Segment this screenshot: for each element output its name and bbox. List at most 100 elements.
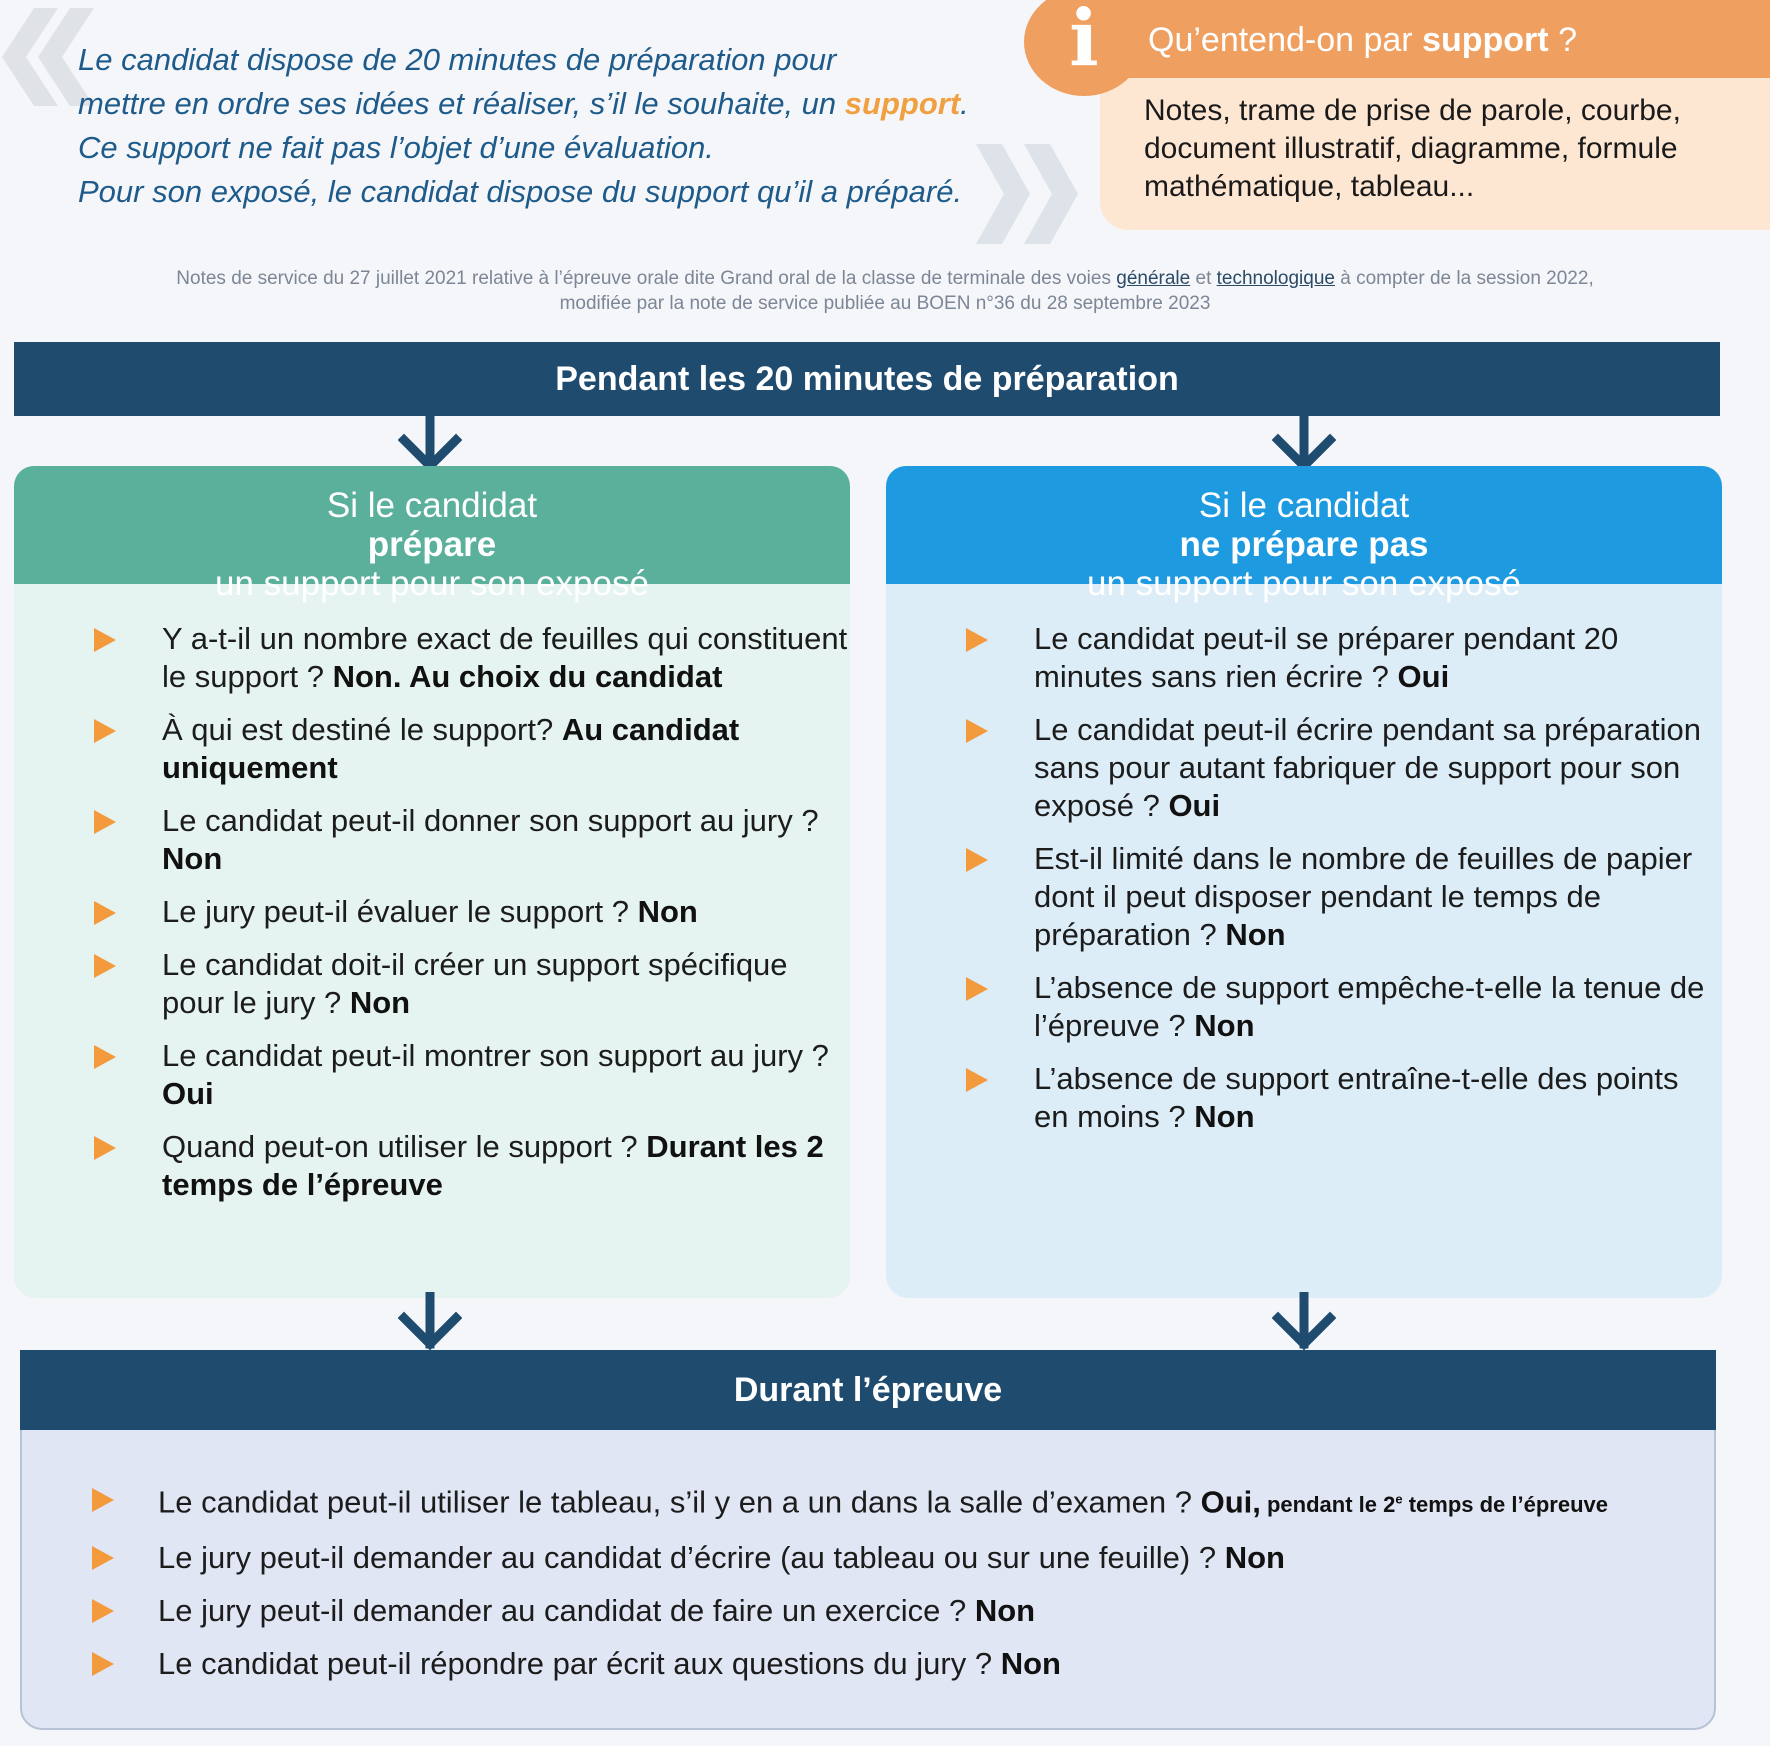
- column-no-support: Si le candidat ne prépare pas un support…: [886, 466, 1722, 1298]
- list-item: Quand peut-on utiliser le support ? Dura…: [28, 1128, 848, 1204]
- chevron-right-decoration-icon: [976, 144, 1078, 244]
- bullet-triangle-icon: [966, 977, 988, 1001]
- bullet-triangle-icon: [94, 901, 116, 925]
- support-highlight: support: [844, 86, 961, 121]
- answer: Non: [1194, 1099, 1255, 1134]
- bullet-triangle-icon: [92, 1652, 114, 1677]
- question: L’absence de support entraîne-t-elle des…: [1034, 1061, 1679, 1134]
- notes-text-1: Notes de service du 27 juillet 2021 rela…: [176, 268, 1117, 289]
- bullet-triangle-icon: [92, 1488, 114, 1512]
- arrow-down-icon: [398, 414, 462, 472]
- answer: Oui: [1397, 659, 1450, 694]
- info-circle: [1024, 0, 1144, 96]
- list-item: L’absence de support empêche-t-elle la t…: [900, 969, 1710, 1045]
- intro-line-2-text: mettre en ordre ses idées et réaliser, s…: [78, 86, 845, 121]
- list-item: Le candidat peut-il écrire pendant sa pr…: [900, 711, 1710, 825]
- question: Le candidat peut-il écrire pendant sa pr…: [1034, 712, 1701, 823]
- answer: Non. Au choix du candidat: [332, 659, 723, 694]
- bullet-triangle-icon: [92, 1599, 114, 1624]
- intro-line-4: Pour son exposé, le candidat dispose du …: [78, 174, 963, 209]
- header-bold: ne prépare pas: [1179, 525, 1429, 564]
- answer: Durant les 2 temps de l’épreuve: [162, 1129, 824, 1202]
- chevron-left-decoration-icon: [2, 8, 94, 106]
- notes-text-2: et: [1190, 268, 1217, 289]
- answer: Non: [1194, 1008, 1255, 1043]
- list-item: Y a-t-il un nombre exact de feuilles qui…: [28, 620, 848, 696]
- answer: Non: [1225, 917, 1286, 952]
- bullet-triangle-icon: [94, 628, 116, 652]
- question: Le candidat peut-il montrer son support …: [162, 1038, 829, 1073]
- question: Y a-t-il un nombre exact de feuilles qui…: [162, 621, 848, 694]
- info-title-bold: support: [1422, 21, 1549, 59]
- list-item: Est-il limité dans le nombre de feuilles…: [900, 840, 1710, 954]
- info-title: Qu’entend-on par support ?: [1148, 20, 1748, 60]
- link-technologique[interactable]: technologique: [1216, 268, 1335, 289]
- header-text: Si le candidat: [326, 486, 538, 525]
- intro-line-2-end: .: [960, 86, 969, 121]
- notes-text-3: à compter de la session 2022,: [1334, 268, 1594, 289]
- question: Le candidat peut-il utiliser le tableau,…: [158, 1484, 1201, 1520]
- column-header-text: Si le candidat ne prépare pas un support…: [886, 466, 1722, 603]
- intro-line-1: Le candidat dispose de 20 minutes de pré…: [78, 42, 837, 77]
- list-item: Le candidat peut-il donner son support a…: [28, 802, 848, 878]
- list-item: Le candidat doit-il créer un support spé…: [28, 946, 848, 1022]
- list-item: Le jury peut-il demander au candidat de …: [20, 1591, 1710, 1631]
- question: Le jury peut-il évaluer le support ?: [162, 894, 638, 929]
- info-icon: i: [1069, 0, 1099, 84]
- list-item: L’absence de support entraîne-t-elle des…: [900, 1060, 1710, 1136]
- list-item: Le jury peut-il demander au candidat d’é…: [20, 1538, 1710, 1578]
- question: Le candidat peut-il se préparer pendant …: [1034, 621, 1619, 694]
- prepare-questions-list: Y a-t-il un nombre exact de feuilles qui…: [28, 620, 848, 1219]
- info-title-end: ?: [1548, 21, 1577, 59]
- answer: Oui: [1168, 788, 1221, 823]
- answer: Non: [349, 985, 411, 1020]
- bullet-triangle-icon: [966, 628, 988, 652]
- bullet-triangle-icon: [94, 719, 116, 743]
- exam-questions-list: Le candidat peut-il utiliser le tableau,…: [20, 1480, 1710, 1697]
- preparation-banner: Pendant les 20 minutes de préparation: [14, 342, 1720, 416]
- list-item: Le candidat peut-il répondre par écrit a…: [20, 1644, 1710, 1684]
- question: Le candidat peut-il répondre par écrit a…: [158, 1646, 1001, 1682]
- answer: Oui: [162, 1076, 214, 1111]
- answer: Non: [162, 841, 223, 876]
- question: L’absence de support empêche-t-elle la t…: [1034, 970, 1705, 1043]
- arrow-down-icon: [1272, 1292, 1336, 1350]
- answer: Non: [1000, 1646, 1061, 1682]
- list-item: Le jury peut-il évaluer le support ? Non: [28, 893, 848, 931]
- note-sup: e: [1395, 1492, 1403, 1507]
- header-bold: prépare: [367, 525, 497, 564]
- intro-line-3: Ce support ne fait pas l’objet d’une éva…: [78, 130, 714, 165]
- notes-line-1: Notes de service du 27 juillet 2021 rela…: [40, 266, 1730, 291]
- arrow-down-icon: [398, 1292, 462, 1350]
- note-text-end: temps de l’épreuve: [1402, 1492, 1608, 1518]
- bullet-triangle-icon: [966, 719, 988, 743]
- question: Est-il limité dans le nombre de feuilles…: [1034, 841, 1693, 952]
- info-title-text: Qu’entend-on par: [1148, 21, 1423, 59]
- column-header-text: Si le candidat prépare un support pour s…: [14, 466, 850, 603]
- list-item: Le candidat peut-il montrer son support …: [28, 1037, 848, 1113]
- question: À qui est destiné le support?: [162, 712, 562, 747]
- list-item: Le candidat peut-il se préparer pendant …: [900, 620, 1710, 696]
- bullet-triangle-icon: [94, 1045, 116, 1069]
- answer: Non: [1224, 1540, 1285, 1576]
- column-header-prepare: Si le candidat prépare un support pour s…: [14, 466, 850, 603]
- exam-banner: Durant l’épreuve: [20, 1350, 1716, 1430]
- column-prepare-support: Si le candidat prépare un support pour s…: [14, 466, 850, 1298]
- header-line-2: un support pour son exposé: [1087, 564, 1521, 603]
- column-header-no-support: Si le candidat ne prépare pas un support…: [886, 466, 1722, 603]
- answer: Non: [974, 1593, 1036, 1629]
- header-line-1: Si le candidat prépare: [14, 486, 850, 564]
- link-generale[interactable]: générale: [1116, 268, 1191, 289]
- service-notes: Notes de service du 27 juillet 2021 rela…: [40, 266, 1730, 316]
- arrow-down-icon: [1272, 414, 1336, 472]
- bullet-triangle-icon: [94, 954, 116, 978]
- header-text: Si le candidat: [1198, 486, 1410, 525]
- intro-line-2: mettre en ordre ses idées et réaliser, s…: [78, 82, 1018, 126]
- header-line-1: Si le candidat ne prépare pas: [886, 486, 1722, 564]
- answer: Non: [637, 894, 698, 929]
- bullet-triangle-icon: [92, 1546, 114, 1571]
- notes-line-2: modifiée par la note de service publiée …: [559, 293, 1211, 314]
- bullet-triangle-icon: [966, 1068, 988, 1092]
- note-text: pendant le 2: [1260, 1492, 1396, 1518]
- intro-text: Le candidat dispose de 20 minutes de pré…: [78, 38, 1018, 214]
